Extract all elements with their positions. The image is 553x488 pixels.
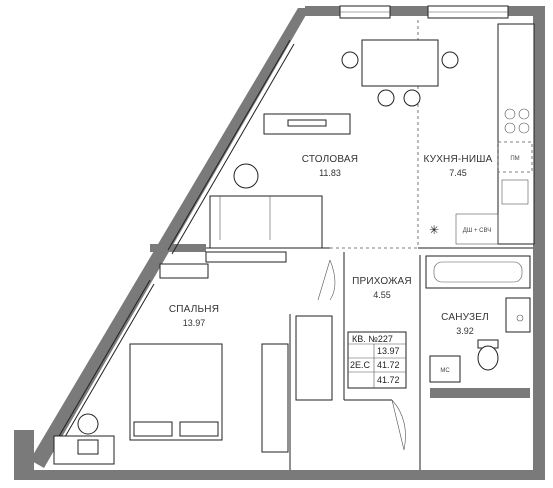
room-name-bathroom: САНУЗЕЛ: [441, 312, 489, 323]
apartment-number: КВ. №227: [352, 334, 393, 344]
shower-microwave-label: ДШ + СВЧ: [463, 228, 491, 234]
kitchen-counter: [455, 23, 535, 245]
chair: [403, 89, 421, 107]
hob-burner: [504, 122, 516, 134]
room-area-bathroom: 3.92: [456, 326, 474, 336]
table-row-label: 2Е.С: [350, 360, 371, 370]
room-area-kitchen: 7.45: [449, 168, 467, 178]
hob-burner: [518, 122, 530, 134]
room-name-hall: ПРИХОЖАЯ: [352, 276, 412, 287]
door-swing: [317, 259, 336, 301]
washer: [429, 355, 461, 383]
sink: [501, 179, 529, 205]
hob-burner: [518, 108, 530, 120]
chair: [341, 51, 359, 69]
partition-wall: [150, 244, 206, 252]
room-area-bedroom: 13.97: [183, 318, 206, 328]
toilet: [477, 345, 499, 371]
sofa: [209, 195, 323, 249]
left-corner-wall: [14, 430, 34, 480]
room-name-dining: СТОЛОВАЯ: [302, 154, 358, 165]
washer-label: МС: [440, 368, 450, 374]
room-area-hall: 4.55: [373, 290, 391, 300]
room-name-kitchen: КУХНЯ-НИША: [424, 154, 493, 165]
walls: [14, 6, 545, 480]
diagonal-wall: [30, 8, 310, 468]
table-row-value: 13.97: [377, 346, 400, 356]
desk-lamp: [77, 413, 99, 435]
fridge-label: ПМ: [510, 156, 519, 162]
table-row-value: 41.72: [377, 375, 400, 385]
diagonal-windows: [57, 39, 295, 443]
chair: [377, 89, 395, 107]
bottom-wall: [30, 470, 545, 480]
light-icon: ✳: [429, 223, 439, 237]
bed: [129, 343, 223, 441]
shaft: [430, 388, 530, 398]
top-windows: [339, 5, 509, 19]
bedroom-wardrobe: [261, 315, 333, 453]
dining-table: [341, 39, 459, 107]
floor-lamp: [233, 163, 259, 189]
wardrobe-strip: [205, 251, 287, 263]
entrance-door: [391, 399, 406, 451]
bathtub: [425, 255, 531, 289]
bathroom-fixtures: [425, 255, 531, 383]
washbasin: [505, 297, 531, 333]
chair: [441, 51, 459, 69]
top-wall: [305, 6, 545, 16]
apartment-info-table: КВ. №227 13.97 2Е.С 41.72 41.72: [347, 331, 407, 389]
table-row-value: 41.72: [377, 360, 400, 370]
hob-burner: [504, 108, 516, 120]
room-name-bedroom: СПАЛЬНЯ: [169, 304, 219, 315]
wall-shelf: [159, 263, 209, 279]
room-area-dining: 11.83: [319, 168, 341, 178]
right-wall: [533, 6, 545, 480]
